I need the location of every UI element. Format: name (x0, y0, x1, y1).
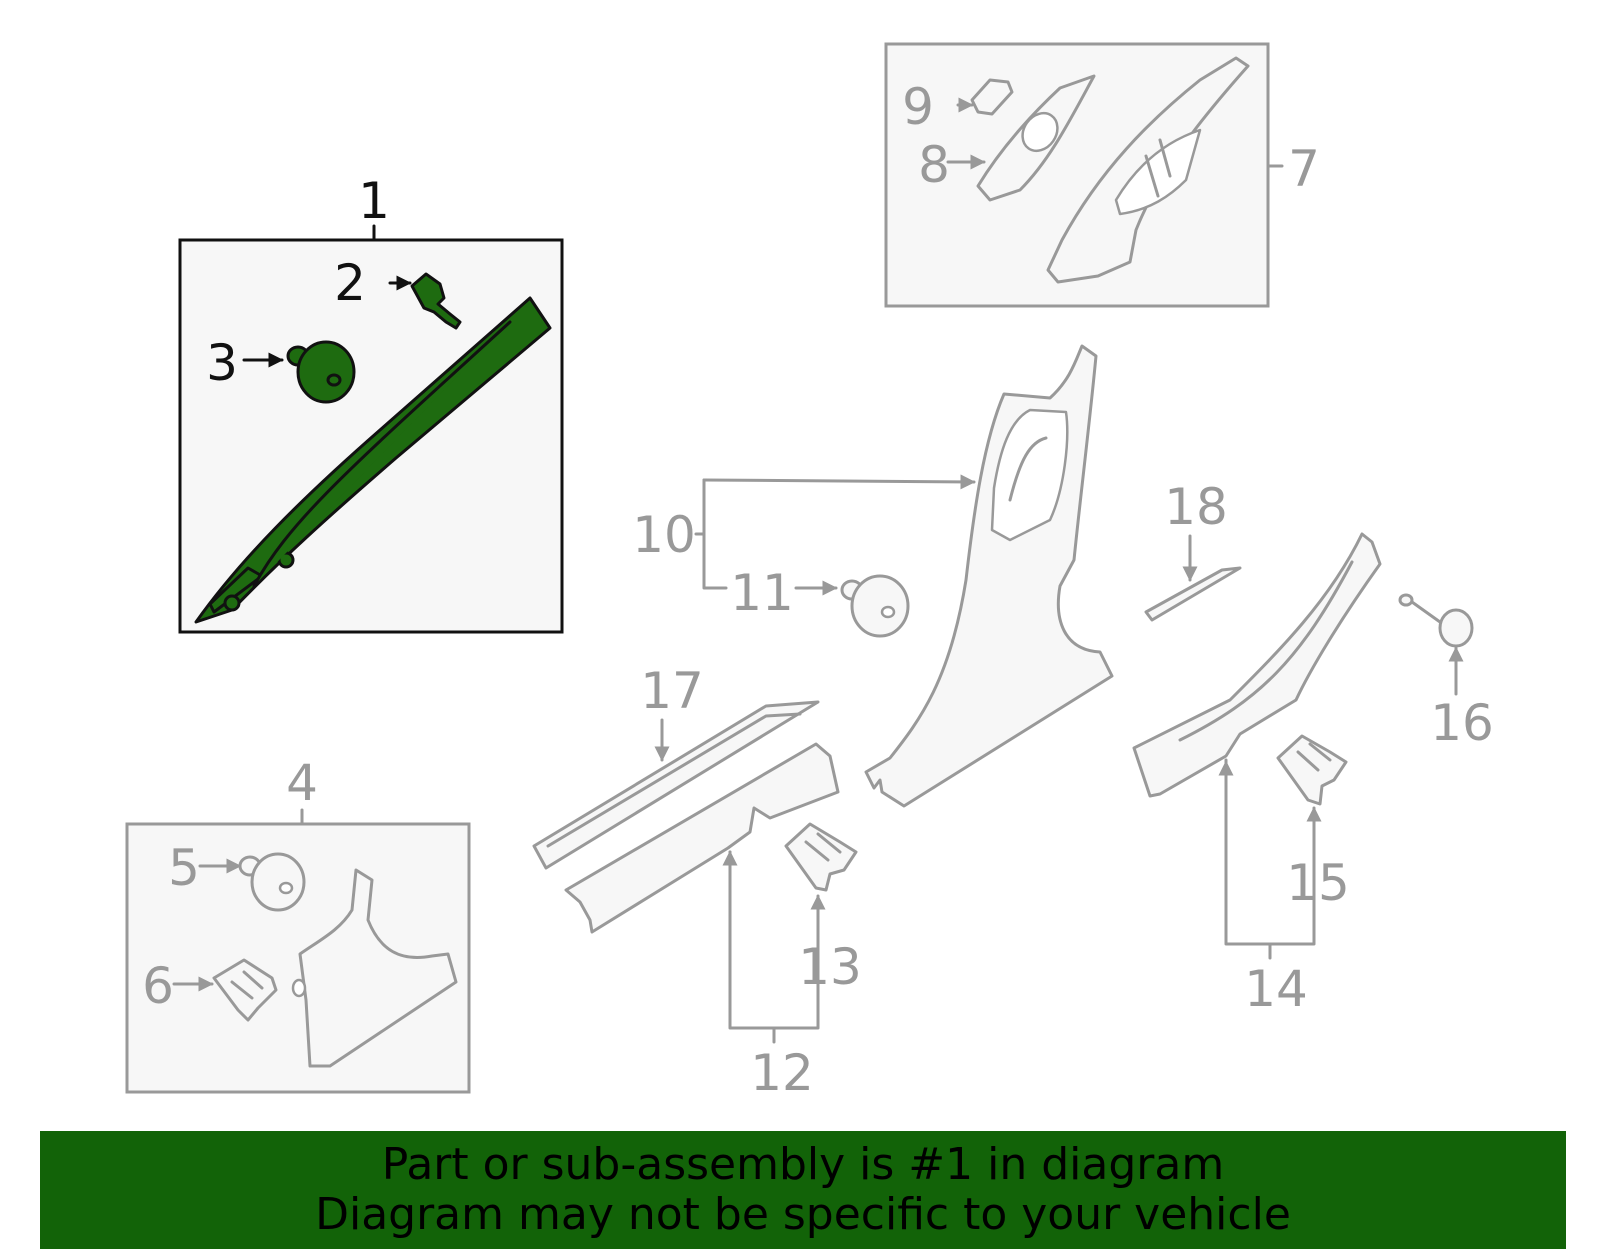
callout-18: 18 (1164, 478, 1228, 536)
callout-15: 15 (1286, 854, 1350, 912)
callout-13: 13 (798, 938, 862, 996)
banner-line-1: Part or sub-assembly is #1 in diagram (381, 1139, 1225, 1190)
b-pillar-lower-trim[interactable] (864, 344, 1114, 808)
pin-part-16[interactable] (1398, 593, 1474, 648)
a-pillar-trim[interactable] (194, 296, 552, 624)
callout-9: 9 (902, 78, 934, 136)
grommet-part-5[interactable] (238, 852, 306, 912)
clip-part-2[interactable] (410, 272, 462, 330)
parts-diagram: 1 2 3 4 5 6 7 8 9 10 11 12 13 14 15 16 1… (125, 42, 1494, 1102)
callout-12: 12 (750, 1044, 814, 1102)
clip-part-6[interactable] (212, 958, 278, 1022)
cover-part-8[interactable] (976, 74, 1096, 202)
scuff-panel-part-12[interactable] (564, 742, 840, 934)
c-pillar-lower-trim-part-14[interactable] (1132, 532, 1382, 798)
callout-11: 11 (730, 564, 794, 622)
kick-panel[interactable] (291, 868, 458, 1068)
clip-part-13[interactable] (784, 822, 858, 892)
callout-10: 10 (632, 506, 696, 564)
callout-3: 3 (206, 334, 238, 392)
callout-16: 16 (1430, 694, 1494, 752)
clip-part-15[interactable] (1276, 734, 1348, 806)
trim-strip-part-18[interactable] (1144, 566, 1242, 622)
callout-4: 4 (286, 754, 318, 812)
info-banner: Part or sub-assembly is #1 in diagram Di… (40, 1131, 1566, 1249)
clip-part-9[interactable] (970, 78, 1014, 116)
callout-14: 14 (1244, 960, 1308, 1018)
callout-2: 2 (334, 254, 366, 312)
callout-8: 8 (918, 136, 950, 194)
callout-6: 6 (142, 957, 174, 1015)
sill-plate-part-17[interactable] (532, 700, 820, 870)
callout-5: 5 (168, 839, 200, 897)
callout-17: 17 (640, 662, 704, 720)
callout-1: 1 (358, 172, 390, 230)
grommet-part-3[interactable] (286, 340, 356, 404)
callout-7: 7 (1288, 140, 1320, 198)
banner-line-2: Diagram may not be specific to your vehi… (315, 1189, 1291, 1240)
b-pillar-upper-trim[interactable] (1046, 56, 1250, 284)
grommet-part-11[interactable] (840, 574, 910, 638)
